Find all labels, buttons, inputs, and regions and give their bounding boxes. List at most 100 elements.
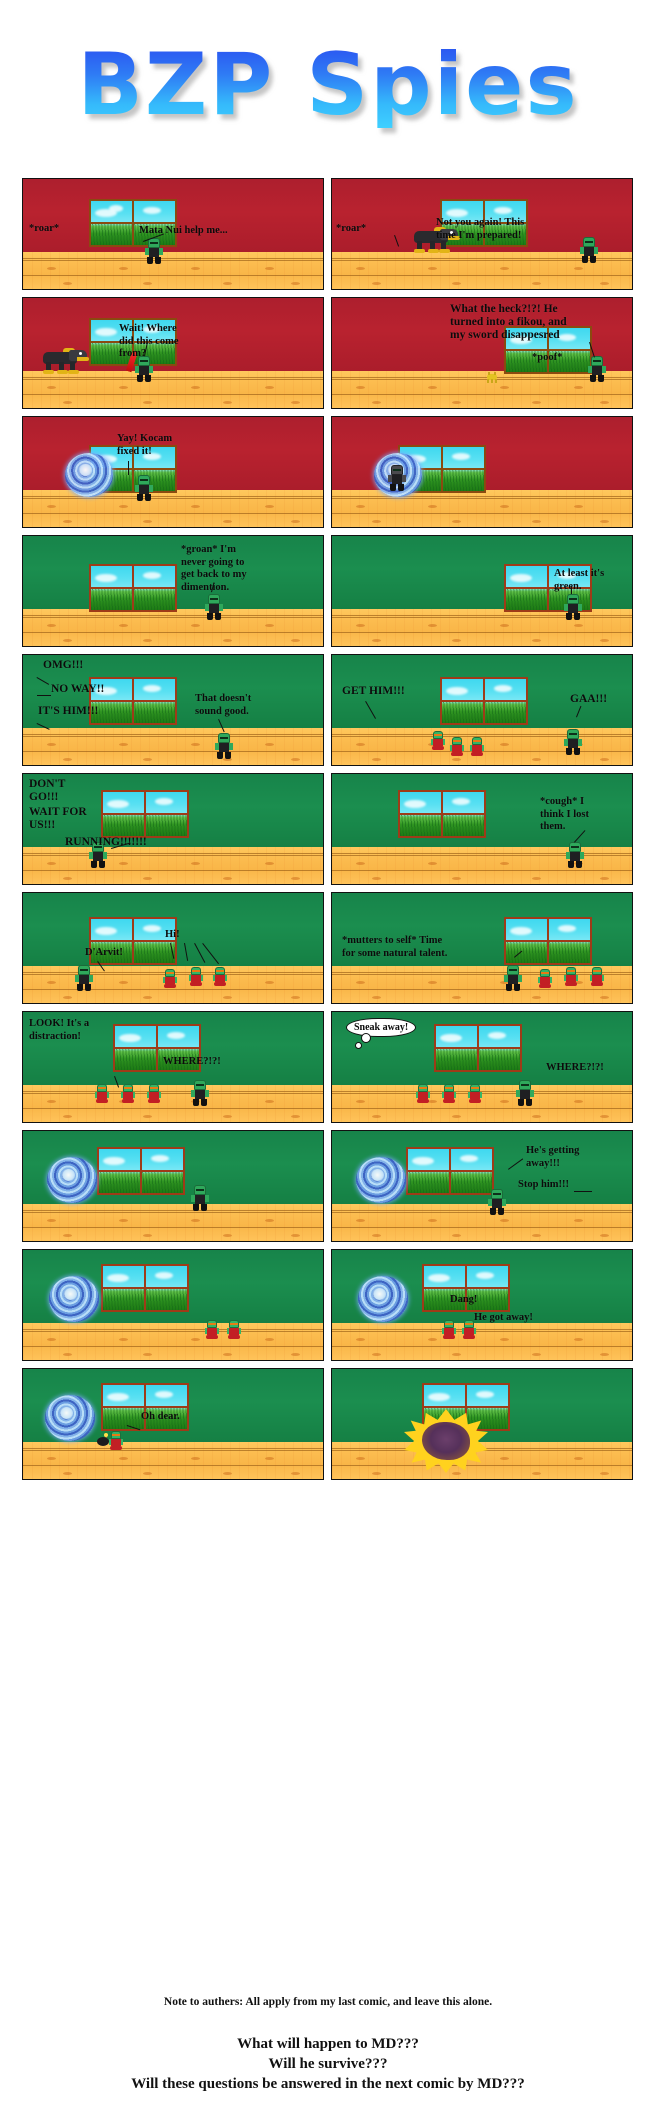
comic-panel-15[interactable]: LOOK! It's a distraction! WHERE?!?! [22,1011,324,1123]
window [89,318,177,366]
floor [23,727,323,765]
dialogue: WAIT FOR US!!! [29,806,87,831]
character-matoran [442,1084,456,1103]
dialogue: Mata Nui help me... [139,225,228,236]
comic-panel-13[interactable]: Hi! D'Arvit! [22,892,324,1004]
character-matoran [205,1320,219,1339]
comic-panel-11[interactable]: DON'T GO!!! WAIT FOR US!!! RUNNING!!!!!!… [22,773,324,885]
dialogue: Dang! [450,1294,478,1305]
comic-panel-3[interactable]: Wait! Where did this come from? [22,297,324,409]
character-toa [135,356,153,382]
comic-panel-1[interactable]: *roar* Mata Nui help me... [22,178,324,290]
character-matoran [109,1431,123,1450]
dialogue: *poof* [532,352,563,363]
dialogue: What the heck?!?! He turned into a fikou… [450,303,567,341]
character-matoran [590,967,604,986]
comic-panel-12[interactable]: *cough* I think I lost them. [331,773,633,885]
character-matoran [538,969,552,988]
portal [47,1157,97,1203]
comic-panel-14[interactable]: *mutters to self* Time for some natural … [331,892,633,1004]
character-toa [205,594,223,620]
character-toa [191,1080,209,1106]
comic-row: He's getting away!!! Stop him!!! [22,1130,634,1242]
comic-panel-18[interactable]: He's getting away!!! Stop him!!! [331,1130,633,1242]
bomb [97,1433,109,1446]
comic-panel-7[interactable]: *groan* I'm never going to get back to m… [22,535,324,647]
character-matoran [227,1320,241,1339]
comic-row: *groan* I'm never going to get back to m… [22,535,634,647]
dialogue: Stop him!!! [518,1179,570,1190]
character-fikou [484,372,500,383]
outro-line-1: What will happen to MD??? [237,2036,419,2052]
dialogue: He's getting away!!! [526,1145,580,1169]
dialogue: GET HIM!!! [342,685,405,697]
character-matoran [416,1084,430,1103]
comic-panel-6[interactable] [331,416,633,528]
floor [332,1322,632,1360]
comic-panel-9[interactable]: OMG!!! NO WAY!! IT'S HIM!!! That doesn't… [22,654,324,766]
floor [332,370,632,408]
comic-panel-2[interactable]: *roar* Not you again! This time I'm prep… [331,178,633,290]
floor [23,1084,323,1122]
floor [332,1203,632,1241]
window [434,1024,522,1072]
window [89,917,177,965]
comic-panel-10[interactable]: GET HIM!!! GAA!!! [331,654,633,766]
character-matoran [121,1084,135,1103]
comic-row: Oh dear. [22,1368,634,1480]
page-title: BZP Spies [67,42,588,128]
dialogue: Oh dear. [141,1411,180,1422]
comic-panel-8[interactable]: At least it's green. [331,535,633,647]
character-matoran [95,1084,109,1103]
portal [45,1395,95,1441]
dialogue: Wait! Where did this come from? [119,323,179,359]
dialogue: That doesn't sound good. [195,693,252,717]
character-matoran [470,737,484,756]
dialogue: OMG!!! [43,659,84,671]
outro-line-2: Will he survive??? [268,2056,388,2072]
dialogue: *cough* I think I lost them. [540,796,590,832]
floor [332,489,632,527]
character-toa [135,475,153,501]
character-toa [566,842,584,868]
comic-panel-16[interactable]: Sneak away! WHERE?!?! [331,1011,633,1123]
window [406,1147,494,1195]
comic-row: Yay! Kocam fixed it! [22,416,634,528]
comic-grid: *roar* Mata Nui help me... [22,178,634,1480]
outro-questions: What will happen to MD??? Will he surviv… [0,2034,656,2094]
comic-panel-4[interactable]: What the heck?!?! He turned into a fikou… [331,297,633,409]
dialogue-pointer [37,695,51,696]
character-toa [564,594,582,620]
floor [332,1084,632,1122]
comic-panel-17[interactable] [22,1130,324,1242]
portal [49,1276,99,1322]
comic-panel-19[interactable] [22,1249,324,1361]
dialogue: WHERE?!?! [163,1056,221,1067]
dialogue: *roar* [29,223,60,234]
character-matoran [147,1084,161,1103]
comic-panel-22[interactable] [331,1368,633,1480]
dialogue: *mutters to self* Time for some natural … [342,935,448,959]
floor [23,489,323,527]
dialogue: At least it's green. [554,568,605,592]
character-toa [588,356,606,382]
dialogue: RUNNING!!!!!!! [65,836,147,848]
character-matoran [213,967,227,986]
character-toa [75,965,93,991]
dialogue: Hi! [165,929,180,940]
character-matoran [189,967,203,986]
floor [23,370,323,408]
character-matoran [163,969,177,988]
window [440,199,528,247]
character-matoran [442,1320,456,1339]
window [504,326,592,374]
window [422,1264,510,1312]
comic-panel-21[interactable]: Oh dear. [22,1368,324,1480]
window [101,1264,189,1312]
comic-panel-5[interactable]: Yay! Kocam fixed it! [22,416,324,528]
comic-panel-20[interactable]: Dang! He got away! [331,1249,633,1361]
portal [65,453,113,497]
portal [358,1276,408,1322]
comic-row: *roar* Mata Nui help me... [22,178,634,290]
authors-note: Note to authers: All apply from my last … [163,1996,493,2008]
